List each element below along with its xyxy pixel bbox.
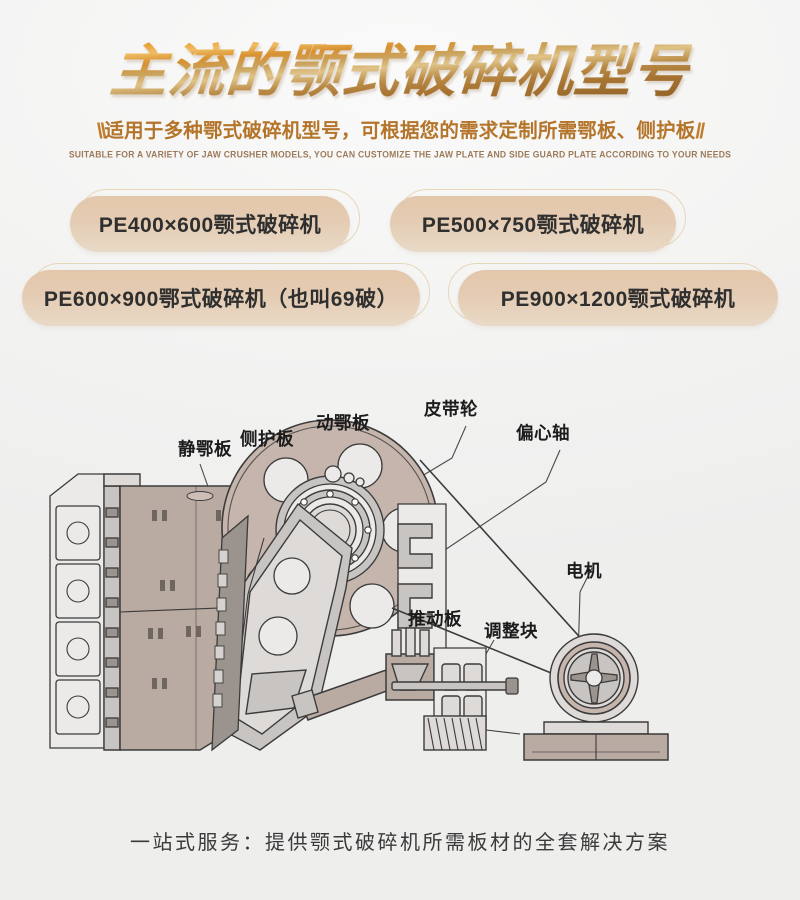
diagram-label-movable-jaw-plate: 动鄂板 bbox=[316, 413, 370, 433]
model-pill-row-1: PE400×600颚式破碎机 PE500×750颚式破碎机 bbox=[0, 189, 800, 270]
motor-assembly bbox=[523, 633, 669, 761]
model-pill-group: PE400×600颚式破碎机 PE500×750颚式破碎机 PE600×900鄂… bbox=[0, 189, 800, 344]
model-pill-pe400x600[interactable]: PE400×600颚式破碎机 bbox=[70, 196, 350, 252]
jaw-crusher-illustration: .ol{stroke:#3b3b3b;stroke-width:1.6;fill… bbox=[49, 419, 669, 761]
diagram-label-toggle-plate: 推动板 bbox=[408, 609, 462, 629]
diagram-label-motor: 电机 bbox=[566, 561, 602, 581]
jaw-crusher-diagram: .ol{stroke:#3b3b3b;stroke-width:1.6;fill… bbox=[0, 378, 800, 798]
diagram-label-adjustment-block: 调整块 bbox=[484, 621, 538, 641]
page-title-wrap: 主流的颚式破碎机型号 bbox=[0, 0, 800, 110]
header: 主流的颚式破碎机型号 \\适用于多种鄂式破碎机型号，可根据您的需求定制所需鄂板、… bbox=[0, 0, 800, 160]
diagram-label-belt-pulley: 皮带轮 bbox=[424, 399, 478, 419]
fixed-jaw-blocks bbox=[55, 505, 101, 735]
diagram-label-eccentric-shaft: 偏心轴 bbox=[516, 423, 570, 443]
subtitle-chinese-row: \\适用于多种鄂式破碎机型号，可根据您的需求定制所需鄂板、侧护板// bbox=[0, 114, 800, 144]
model-pill-pe500x750[interactable]: PE500×750颚式破碎机 bbox=[390, 196, 676, 252]
diagram-label-side-guard-plate: 侧护板 bbox=[240, 429, 294, 449]
model-pill-row-2: PE600×900鄂式破碎机（也叫69破） PE900×1200颚式破碎机 bbox=[0, 263, 800, 344]
subtitle-chinese: 适用于多种鄂式破碎机型号，可根据您的需求定制所需鄂板、侧护板 bbox=[104, 120, 696, 142]
toggle-plate-assembly bbox=[291, 627, 521, 751]
page-title: 主流的颚式破碎机型号 bbox=[107, 39, 693, 105]
footer-tagline: 一站式服务：提供颚式破碎机所需板材的全套解决方案 bbox=[130, 832, 670, 854]
diagram-label-fixed-jaw-plate: 静鄂板 bbox=[178, 439, 232, 459]
subtitle-english: SUITABLE FOR A VARIETY OF JAW CRUSHER MO… bbox=[68, 148, 732, 160]
drive-belt bbox=[391, 459, 605, 685]
double-backslash-icon: \\ bbox=[96, 120, 107, 143]
model-pill-pe600x900[interactable]: PE600×900鄂式破碎机（也叫69破） bbox=[22, 270, 420, 326]
fixed-jaw-assembly bbox=[49, 473, 141, 751]
double-slash-icon: // bbox=[695, 120, 706, 143]
movable-jaw-plate bbox=[211, 502, 353, 752]
tension-spring bbox=[423, 715, 521, 751]
model-pill-pe900x1200[interactable]: PE900×1200颚式破碎机 bbox=[458, 270, 778, 326]
